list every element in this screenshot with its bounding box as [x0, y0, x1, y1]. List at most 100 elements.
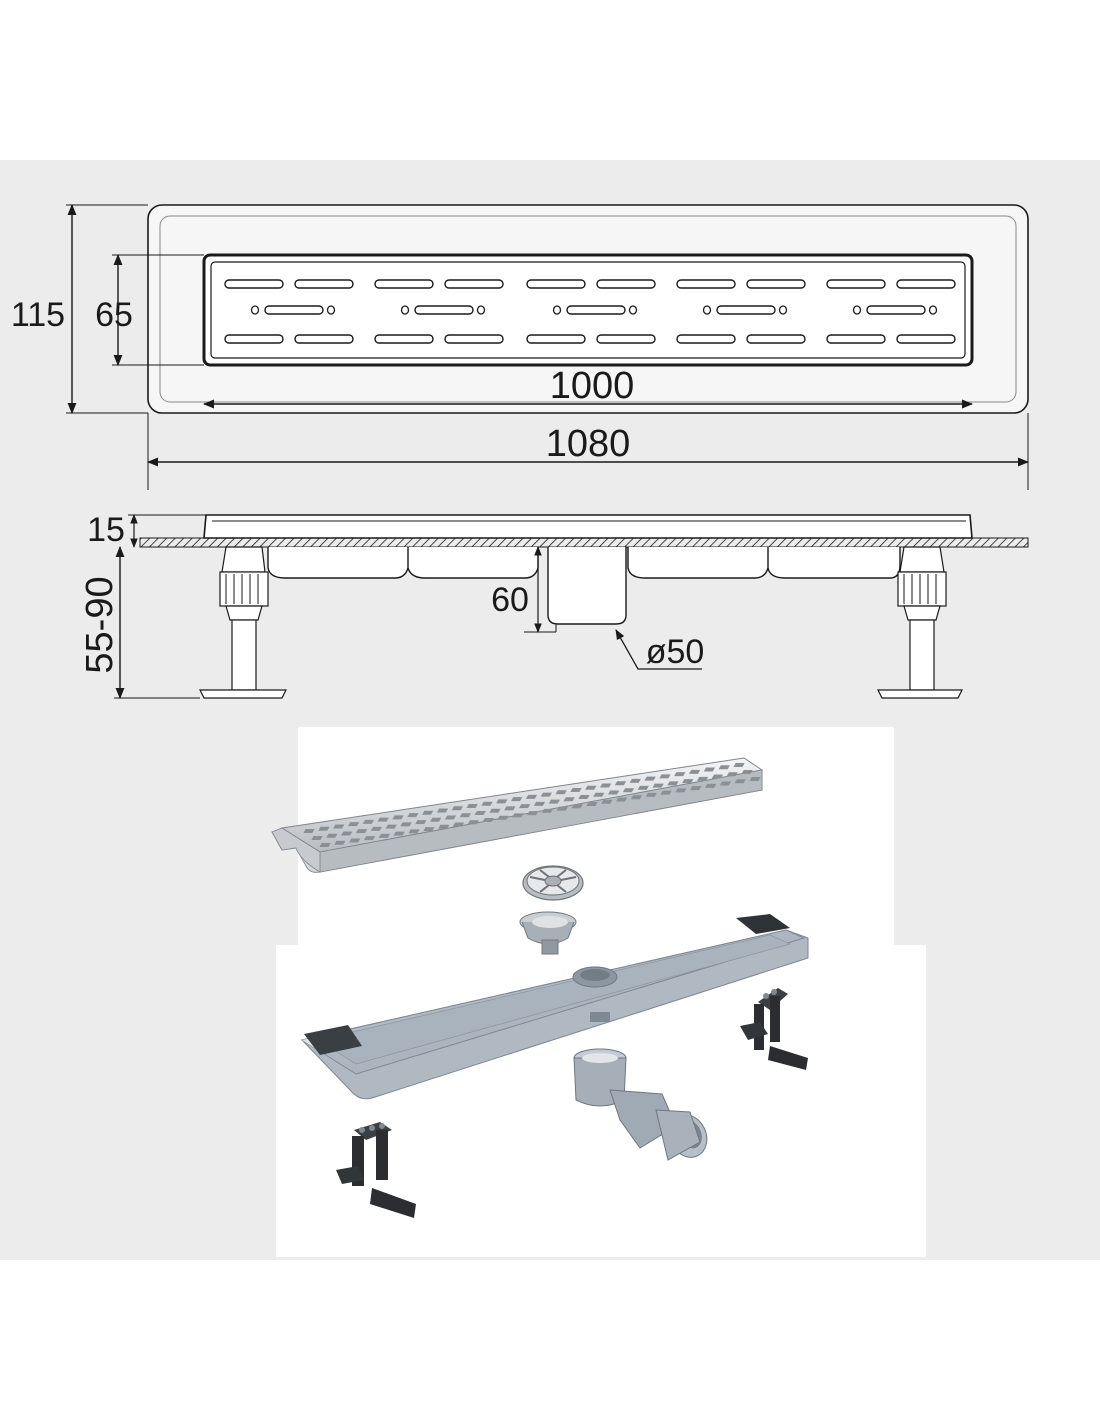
grate-hole	[555, 790, 567, 795]
grate-hole	[444, 815, 457, 820]
grate-slot	[444, 334, 504, 344]
grate-hole	[540, 792, 552, 797]
grate-hole	[533, 801, 546, 806]
grate-hole	[690, 786, 702, 791]
grate-hole	[719, 781, 732, 786]
grate-hole	[570, 788, 582, 793]
grate-hole	[497, 815, 509, 820]
grate-hole	[607, 790, 620, 795]
grate-slot	[866, 305, 926, 315]
grate-hole	[474, 810, 486, 815]
grate-hole	[407, 813, 419, 818]
grate-slot	[746, 334, 806, 344]
grate-hole	[377, 817, 389, 822]
grate-slot	[896, 334, 956, 344]
grate-hole	[363, 836, 376, 841]
grate-hole	[451, 806, 463, 811]
grate-slot	[746, 279, 806, 289]
grate-hole	[341, 831, 353, 836]
grate-hole	[311, 836, 323, 840]
grate-slot	[374, 334, 434, 344]
dim-total-length: 1080	[546, 423, 631, 465]
grate-hole	[667, 781, 679, 786]
grate-hole	[659, 774, 671, 779]
grate-hole	[436, 808, 449, 813]
grate-slot	[444, 279, 504, 289]
grate-hole	[423, 827, 435, 832]
grate-hole	[518, 804, 531, 809]
floor-hatch	[139, 537, 1029, 548]
grate-hole	[438, 824, 450, 829]
grate-hole	[319, 843, 331, 847]
grate-hole	[675, 788, 687, 793]
grate-dot	[928, 305, 938, 315]
grate-hole	[599, 783, 612, 788]
dim-outlet-diameter: ø50	[646, 633, 705, 671]
left-leg	[199, 546, 287, 699]
grate-hole	[512, 813, 524, 818]
grate-hole	[400, 822, 412, 827]
grate-hole	[726, 772, 738, 777]
grate-slot	[566, 305, 626, 315]
grate-icon	[271, 757, 764, 873]
grate-slot	[526, 334, 586, 344]
grate-hole	[586, 802, 598, 807]
grate-hole	[370, 826, 383, 831]
grate-hole	[556, 806, 568, 811]
grate-dot	[326, 305, 336, 315]
grate-hole	[525, 794, 538, 799]
grate-dot	[702, 305, 712, 315]
grate-hole	[563, 797, 575, 802]
grate-slot	[374, 279, 434, 289]
outlet-profile	[547, 547, 627, 625]
grate-slot	[224, 279, 284, 289]
grate-dot	[628, 305, 638, 315]
exploded-view	[271, 757, 809, 1218]
grate-hole	[578, 795, 590, 800]
grate-slot	[264, 305, 324, 315]
grate-hole	[422, 810, 434, 815]
grate-hole	[392, 815, 404, 820]
grate-hole	[593, 792, 605, 797]
grate-hole	[614, 781, 627, 786]
grate-dot	[400, 305, 410, 315]
grate-hole	[466, 803, 478, 808]
side-frame	[203, 514, 973, 539]
grate-hole	[585, 785, 597, 790]
grate-slot	[896, 279, 956, 289]
grate-hole	[385, 824, 397, 829]
drain-sieve-icon	[522, 865, 584, 901]
grate-slot	[526, 279, 586, 289]
grate-hole	[526, 811, 539, 816]
grate-hole	[733, 763, 745, 767]
grate-dot	[250, 305, 260, 315]
grate-hole	[541, 808, 554, 813]
odor-trap-icon	[519, 911, 577, 955]
grate-hole	[504, 806, 516, 811]
grate-hole	[711, 774, 724, 779]
grate-hole	[688, 769, 701, 774]
grate-hole	[615, 797, 628, 802]
grate-hole	[459, 813, 471, 818]
grate-slot	[826, 279, 886, 289]
grate-hole	[571, 804, 583, 809]
grate-slot	[294, 334, 354, 344]
grate-hole	[510, 797, 523, 802]
dim-outlet-depth: 60	[491, 581, 529, 619]
channel-profile	[267, 547, 901, 579]
channel-body-icon	[300, 914, 809, 1100]
grate-hole	[601, 799, 613, 804]
grate-hole	[622, 788, 635, 793]
grate-slot	[294, 279, 354, 289]
grate-hole	[326, 833, 338, 838]
grate-slot	[676, 334, 736, 344]
grate-hole	[318, 826, 330, 831]
siphon-outlet-icon	[573, 1048, 708, 1161]
grate-hole	[362, 819, 375, 824]
grate-hole	[489, 808, 501, 813]
grate-hole	[430, 817, 442, 822]
dim-frame-height: 15	[87, 511, 125, 549]
grate-hole	[704, 783, 717, 788]
grate-hole	[467, 820, 479, 825]
